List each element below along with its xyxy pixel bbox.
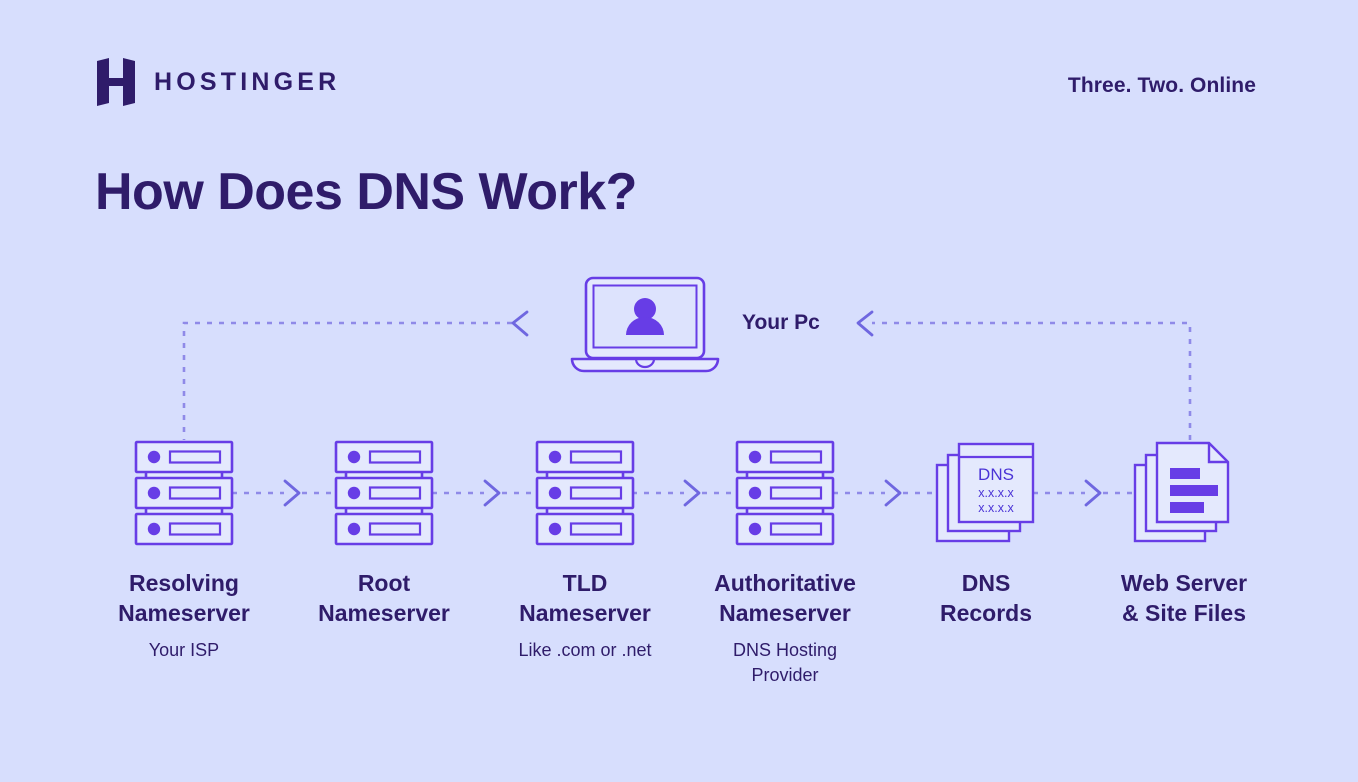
return-path-right <box>872 321 1192 440</box>
dns-records-cards-icon: DNS x.x.x.x x.x.x.x <box>881 438 1091 546</box>
node-title: Authoritative Nameserver <box>714 570 856 627</box>
dns-card-heading: DNS <box>978 465 1014 484</box>
server-rack-icon <box>279 438 489 546</box>
chevron-left-icon-1 <box>511 310 529 337</box>
node-title: Resolving Nameserver <box>118 570 250 627</box>
brand-tagline: Three. Two. Online <box>1067 74 1256 97</box>
node-title: TLD Nameserver <box>519 570 651 627</box>
user-avatar-head <box>634 298 656 320</box>
node-authoritative-nameserver: Authoritative Nameserver DNS Hosting Pro… <box>680 438 890 688</box>
chevron-left-icon-2 <box>856 310 874 337</box>
node-subtitle: Like .com or .net <box>518 639 652 660</box>
node-subtitle: Your ISP <box>148 639 220 660</box>
dns-card-line2: x.x.x.x <box>978 501 1014 515</box>
return-path-left <box>182 321 512 440</box>
brand-lockup: HOSTINGER <box>97 58 340 106</box>
hostinger-h-logo-icon <box>97 58 135 106</box>
node-title: Web Server & Site Files <box>1120 570 1248 627</box>
client-node <box>570 275 720 375</box>
node-web-server-site-files: Web Server & Site Files <box>1079 438 1289 638</box>
client-label: Your Pc <box>742 311 820 334</box>
node-subtitle: DNS Hosting Provider <box>732 639 838 685</box>
page-title: How Does DNS Work? <box>95 163 637 221</box>
laptop-user-icon <box>570 276 720 373</box>
server-rack-icon <box>680 438 890 546</box>
server-rack-icon <box>79 438 289 546</box>
node-dns-records: DNS x.x.x.x x.x.x.x DNS Records <box>881 438 1091 638</box>
dns-card-line1: x.x.x.x <box>978 486 1014 500</box>
brand-name: HOSTINGER <box>154 67 341 96</box>
node-title: DNS Records <box>939 570 1033 627</box>
user-avatar-body <box>626 317 664 335</box>
node-tld-nameserver: TLD Nameserver Like .com or .net <box>480 438 690 663</box>
node-root-nameserver: Root Nameserver <box>279 438 489 638</box>
node-title: Root Nameserver <box>318 570 450 627</box>
site-files-stack-icon <box>1079 438 1289 546</box>
node-resolving-nameserver: Resolving Nameserver Your ISP <box>79 438 289 663</box>
server-rack-icon <box>480 438 690 546</box>
